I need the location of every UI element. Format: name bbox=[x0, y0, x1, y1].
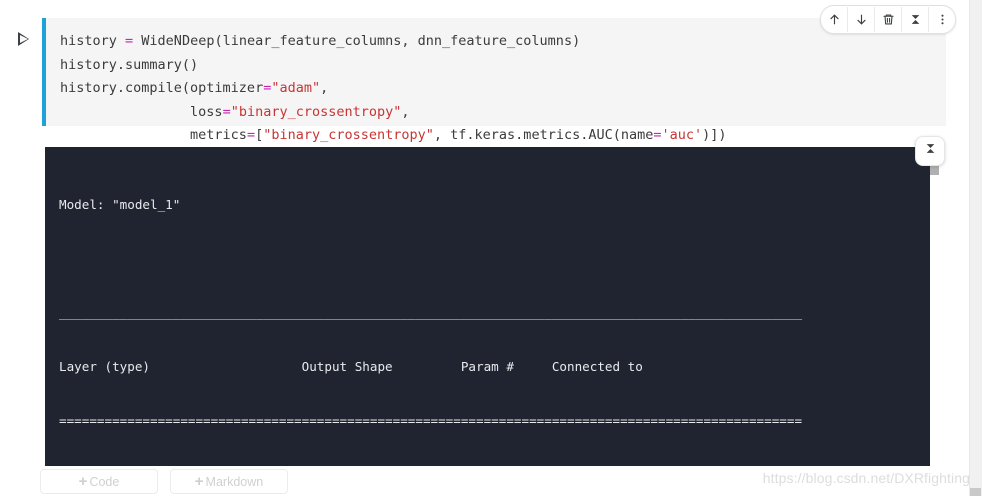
code-line-1: history = WideNDeep(linear_feature_colum… bbox=[60, 33, 580, 49]
code-editor[interactable]: history = WideNDeep(linear_feature_colum… bbox=[46, 18, 946, 148]
code-token: history bbox=[60, 33, 126, 49]
collapse-icon bbox=[924, 142, 937, 160]
add-cell-bar: + Code + Markdown bbox=[40, 469, 288, 494]
cell-toolbar bbox=[820, 5, 956, 34]
plus-icon: + bbox=[78, 473, 88, 490]
summary-header-row: Layer (type) Output Shape Param # Connec… bbox=[59, 359, 643, 374]
code-token: , bbox=[401, 103, 410, 120]
delete-cell-button[interactable] bbox=[875, 7, 902, 32]
model-summary-text: Model: "model_1" _______________________… bbox=[45, 147, 930, 466]
output-pane: Model: "model_1" _______________________… bbox=[45, 147, 930, 466]
add-code-cell-button[interactable]: + Code bbox=[40, 469, 158, 494]
separator-equals: ========================================… bbox=[59, 413, 803, 428]
code-line-5: metrics=["binary_crossentropy", tf.keras… bbox=[60, 127, 727, 143]
code-line-3: history.compile(optimizer="adam", bbox=[60, 80, 328, 96]
page-scrollbar-end[interactable] bbox=[970, 488, 981, 496]
code-token: loss bbox=[60, 103, 223, 120]
move-cell-up-button[interactable] bbox=[821, 7, 848, 32]
code-token-operator: = bbox=[246, 127, 256, 143]
add-markdown-cell-button[interactable]: + Markdown bbox=[170, 469, 288, 494]
collapse-cell-button[interactable] bbox=[902, 7, 929, 32]
move-cell-down-button[interactable] bbox=[848, 7, 875, 32]
arrow-up-icon bbox=[828, 13, 841, 26]
separator-dashed: ________________________________________… bbox=[59, 305, 803, 320]
cell-output: Model: "model_1" _______________________… bbox=[45, 136, 946, 466]
code-token: WideNDeep(linear_feature_columns, dnn_fe… bbox=[133, 33, 581, 49]
play-icon bbox=[17, 32, 29, 46]
watermark: https://blog.csdn.net/DXRfighting bbox=[762, 470, 970, 486]
collapse-output-button[interactable] bbox=[915, 136, 945, 166]
code-token-operator: = bbox=[263, 80, 272, 96]
more-options-button[interactable] bbox=[929, 7, 955, 32]
code-token-string: "binary_crossentropy" bbox=[263, 127, 434, 143]
code-token-operator: = bbox=[125, 33, 134, 49]
code-token-string: "adam" bbox=[271, 80, 321, 96]
code-cell[interactable]: history = WideNDeep(linear_feature_colum… bbox=[42, 18, 946, 143]
code-token: , tf.keras.metrics.AUC(name bbox=[433, 127, 654, 143]
code-token: metrics bbox=[60, 127, 247, 143]
page-scrollbar-track[interactable] bbox=[969, 0, 982, 496]
code-token: )]) bbox=[702, 127, 727, 143]
model-title: Model: "model_1" bbox=[59, 197, 181, 212]
code-token: history.compile(optimizer bbox=[60, 80, 264, 96]
run-cell-button[interactable] bbox=[10, 26, 36, 52]
output-scrollbar-track[interactable] bbox=[930, 147, 939, 466]
code-line-2: history.summary() bbox=[60, 56, 199, 73]
code-token-string: "binary_crossentropy" bbox=[230, 103, 402, 120]
code-token-operator: = bbox=[653, 127, 662, 143]
code-token: , bbox=[320, 80, 329, 96]
kebab-menu-icon bbox=[936, 13, 949, 26]
add-markdown-label: Markdown bbox=[205, 474, 264, 489]
trash-icon bbox=[882, 13, 895, 26]
plus-icon: + bbox=[194, 473, 204, 490]
spacer bbox=[59, 250, 930, 268]
code-token: [ bbox=[255, 127, 264, 143]
code-token-operator: = bbox=[222, 103, 231, 120]
arrow-down-icon bbox=[855, 13, 868, 26]
collapse-icon bbox=[909, 13, 922, 26]
code-line-4: loss="binary_crossentropy", bbox=[60, 104, 410, 120]
code-token-string: 'auc' bbox=[661, 127, 703, 143]
add-code-label: Code bbox=[89, 474, 120, 489]
